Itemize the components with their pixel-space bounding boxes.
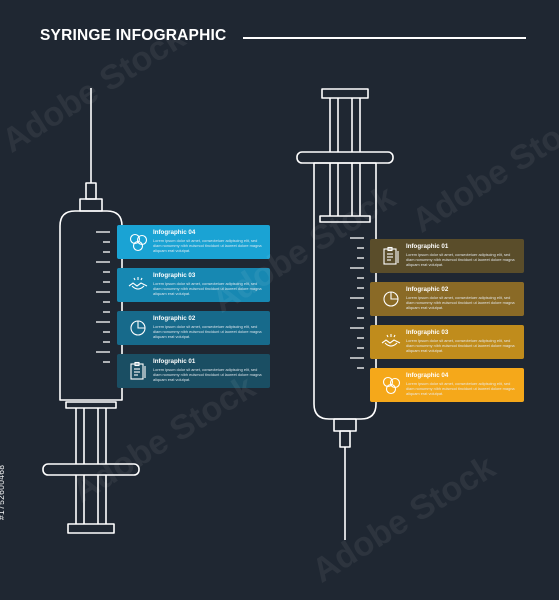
stock-id: #1752600468 [0, 464, 6, 520]
left-card-1: Infographic 04 Lorem ipsum dolor sit ame… [117, 225, 270, 259]
card-title: Infographic 04 [153, 229, 196, 236]
card-title: Infographic 04 [406, 372, 449, 379]
card-title: Infographic 02 [406, 286, 449, 293]
card-body: Lorem ipsum dolor sit amet, consectetuer… [153, 367, 262, 383]
card-title: Infographic 01 [153, 358, 196, 365]
left-card-2: Infographic 03 Lorem ipsum dolor sit ame… [117, 268, 270, 302]
right-card-2: Infographic 02 Lorem ipsum dolor sit ame… [370, 282, 524, 316]
card-title: Infographic 03 [153, 272, 196, 279]
left-card-3: Infographic 02 Lorem ipsum dolor sit ame… [117, 311, 270, 345]
right-syringe [296, 88, 394, 540]
left-syringe [42, 88, 140, 534]
title-rule [243, 37, 526, 39]
handshake-icon [380, 331, 402, 353]
pie-chart-icon [127, 317, 149, 339]
handshake-icon [127, 274, 149, 296]
card-body: Lorem ipsum dolor sit amet, consectetuer… [406, 381, 515, 397]
card-body: Lorem ipsum dolor sit amet, consectetuer… [153, 238, 262, 254]
right-card-4: Infographic 04 Lorem ipsum dolor sit ame… [370, 368, 524, 402]
card-body: Lorem ipsum dolor sit amet, consectetuer… [406, 252, 515, 268]
clipboard-icon [127, 360, 149, 382]
card-title: Infographic 02 [153, 315, 196, 322]
coins-icon [380, 374, 402, 396]
card-title: Infographic 01 [406, 243, 449, 250]
page-title: SYRINGE INFOGRAPHIC [40, 27, 227, 44]
right-card-1: Infographic 01 Lorem ipsum dolor sit ame… [370, 239, 524, 273]
card-title: Infographic 03 [406, 329, 449, 336]
card-body: Lorem ipsum dolor sit amet, consectetuer… [406, 295, 515, 311]
coins-icon [127, 231, 149, 253]
card-body: Lorem ipsum dolor sit amet, consectetuer… [406, 338, 515, 354]
clipboard-icon [380, 245, 402, 267]
card-body: Lorem ipsum dolor sit amet, consectetuer… [153, 281, 262, 297]
pie-chart-icon [380, 288, 402, 310]
right-card-3: Infographic 03 Lorem ipsum dolor sit ame… [370, 325, 524, 359]
left-card-4: Infographic 01 Lorem ipsum dolor sit ame… [117, 354, 270, 388]
card-body: Lorem ipsum dolor sit amet, consectetuer… [153, 324, 262, 340]
